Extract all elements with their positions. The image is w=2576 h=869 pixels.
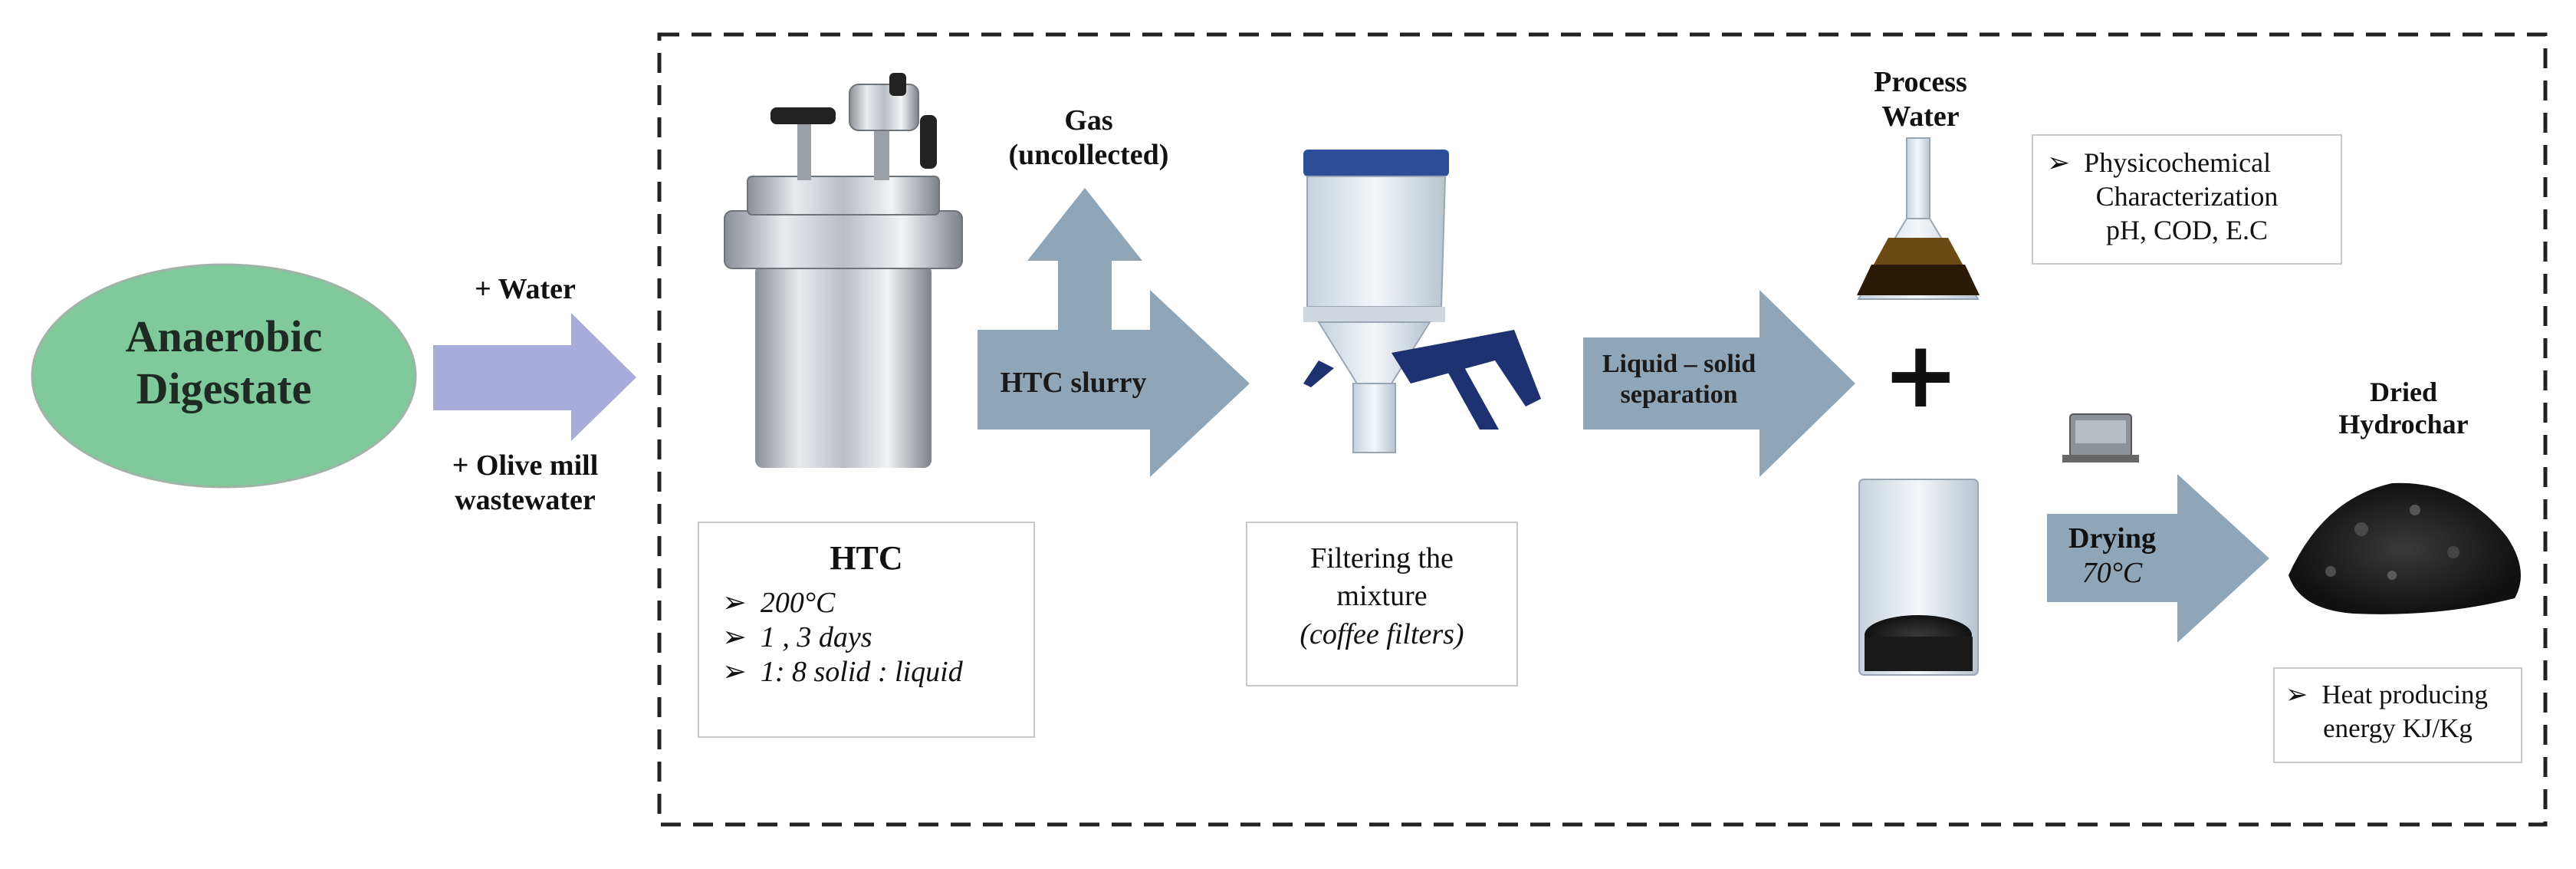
dried-hydrochar-label: Dried Hydrochar — [2338, 377, 2469, 440]
bullet-icon: ➢ — [722, 656, 747, 688]
process-water-label: Process Water — [1874, 66, 1967, 133]
drying-label: Drying 70°C — [2068, 522, 2156, 589]
heat-energy-box: ➢ Heat producing energy KJ/Kg — [2273, 667, 2522, 763]
filtering-box: Filtering the mixture (coffee filters) — [1246, 522, 1518, 686]
input-arrow — [433, 313, 636, 441]
physicochemical-box: ➢ Physicochemical Characterization pH, C… — [2032, 134, 2342, 265]
flask-image — [1857, 137, 1980, 300]
olive-mill-input-label: + Olive mill wastewater — [452, 449, 599, 516]
gas-label: Gas (uncollected) — [1008, 104, 1169, 171]
plus-sign: + — [1882, 322, 1960, 429]
htc-bullet-ratio: ➢ 1: 8 solid : liquid — [722, 656, 963, 688]
htc-conditions-box: HTC ➢ 200°C ➢ 1 , 3 days ➢ 1: 8 solid : … — [698, 522, 1035, 738]
reactor-image — [724, 73, 963, 468]
gas-arrow — [1027, 188, 1142, 330]
htc-title: HTC — [830, 539, 903, 577]
htc-slurry-label: HTC slurry — [1000, 367, 1147, 399]
filter-image — [1303, 150, 1541, 453]
htc-slurry-arrow — [978, 290, 1250, 477]
digestate-label: Anaerobic Digestate — [125, 311, 323, 414]
beaker-image — [1858, 479, 1979, 676]
htc-bullet-temperature: ➢ 200°C — [722, 587, 836, 619]
dashed-process-boundary — [657, 32, 2548, 827]
bullet-icon: ➢ — [2285, 680, 2308, 709]
separation-label: Liquid – solid separation — [1602, 350, 1756, 410]
bullet-icon: ➢ — [722, 621, 747, 653]
htc-bullet-duration: ➢ 1 , 3 days — [722, 621, 872, 653]
hydrochar-image — [2288, 482, 2521, 614]
drying-arrow — [2047, 474, 2269, 643]
separation-arrow — [1583, 290, 1855, 477]
oven-image — [2062, 413, 2139, 462]
bullet-icon: ➢ — [2047, 147, 2071, 178]
digestate-ellipse — [31, 263, 417, 489]
bullet-icon: ➢ — [722, 587, 747, 619]
water-input-label: + Water — [475, 273, 576, 305]
